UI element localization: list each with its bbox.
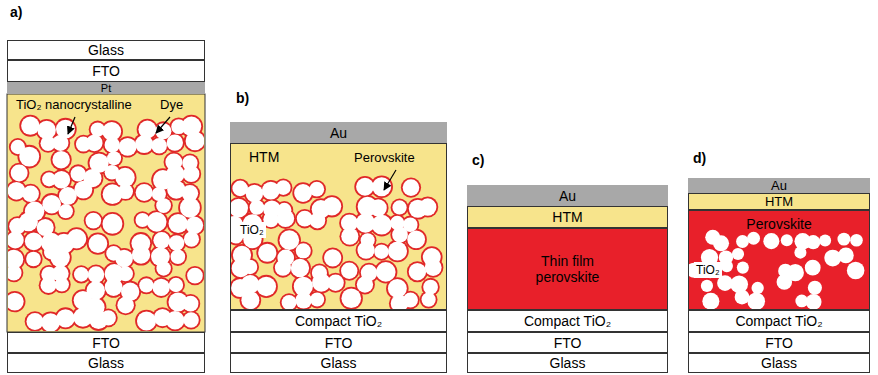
perovskite-layer: Perovskite <box>688 210 870 310</box>
layer-label: Au <box>559 188 576 204</box>
perovskite-layer: Thin film perovskite <box>467 228 668 310</box>
layer-label: Compact TiO₂ <box>735 313 822 329</box>
tio2-network <box>231 175 443 310</box>
glass-layer: Glass <box>688 353 870 373</box>
compact-tio2-layer: Compact TiO₂ <box>230 310 447 332</box>
panel-letter: b) <box>234 90 251 106</box>
fto-layer: FTO <box>467 332 668 353</box>
callout-label: Dye <box>158 97 185 113</box>
layer-label: FTO <box>92 63 120 79</box>
layer-label: FTO <box>554 335 582 351</box>
fto-layer: FTO <box>230 332 447 353</box>
layer-label: HTM <box>249 149 279 165</box>
htm-fill <box>230 143 447 310</box>
layer-label: HTM <box>765 194 793 209</box>
layer-label: Glass <box>761 355 797 371</box>
layer-label: Compact TiO₂ <box>524 313 611 329</box>
layer-label: Perovskite <box>746 216 811 232</box>
layer-label: FTO <box>92 335 120 351</box>
layer-label: Glass <box>88 355 124 371</box>
glass-layer: Glass <box>7 353 205 373</box>
material-label: TiO₂ <box>238 222 266 238</box>
au-layer: Au <box>467 185 668 206</box>
au-layer: Au <box>688 178 870 193</box>
compact-tio2-layer: Compact TiO₂ <box>467 310 668 332</box>
layer-label: Glass <box>321 355 357 371</box>
leader-arrow <box>384 170 396 190</box>
layer-label: Thin film perovskite <box>522 253 614 285</box>
layer-label: Compact TiO₂ <box>295 313 382 329</box>
panel-letter: a) <box>8 4 24 20</box>
compact-tio2-layer: Compact TiO₂ <box>688 310 870 332</box>
layer-label: FTO <box>765 335 793 351</box>
tio2-network <box>8 115 204 331</box>
layer-label: FTO <box>325 335 353 351</box>
panel-letter: d) <box>691 150 708 166</box>
leader-arrow <box>68 117 75 134</box>
glass-layer: Glass <box>467 353 668 373</box>
htm-layer: HTM <box>688 193 870 210</box>
perovskite-fill <box>688 210 870 310</box>
tio2-network <box>689 230 864 310</box>
glass-layer: Glass <box>7 40 205 60</box>
layer-label: Au <box>330 125 347 141</box>
layer-label: HTM <box>552 209 582 225</box>
layer-label: Glass <box>550 355 586 371</box>
electrolyte-region <box>7 94 205 332</box>
leader-arrow <box>156 117 170 133</box>
au-layer: Au <box>230 122 447 143</box>
layer-label: Pt <box>101 82 111 94</box>
panel-letter: c) <box>470 152 486 168</box>
fto-layer: FTO <box>7 332 205 353</box>
callout-label: TiO₂ nanocrystalline <box>14 97 134 113</box>
glass-layer: Glass <box>230 353 447 373</box>
layer-label: Au <box>771 178 787 193</box>
fto-layer: FTO <box>7 60 205 82</box>
pt-layer: Pt <box>7 82 205 94</box>
fto-layer: FTO <box>688 332 870 353</box>
callout-label: Perovskite <box>352 150 417 166</box>
material-label: TiO₂ <box>694 262 722 278</box>
layer-label: Glass <box>88 42 124 58</box>
htm-layer: HTM <box>467 206 668 228</box>
